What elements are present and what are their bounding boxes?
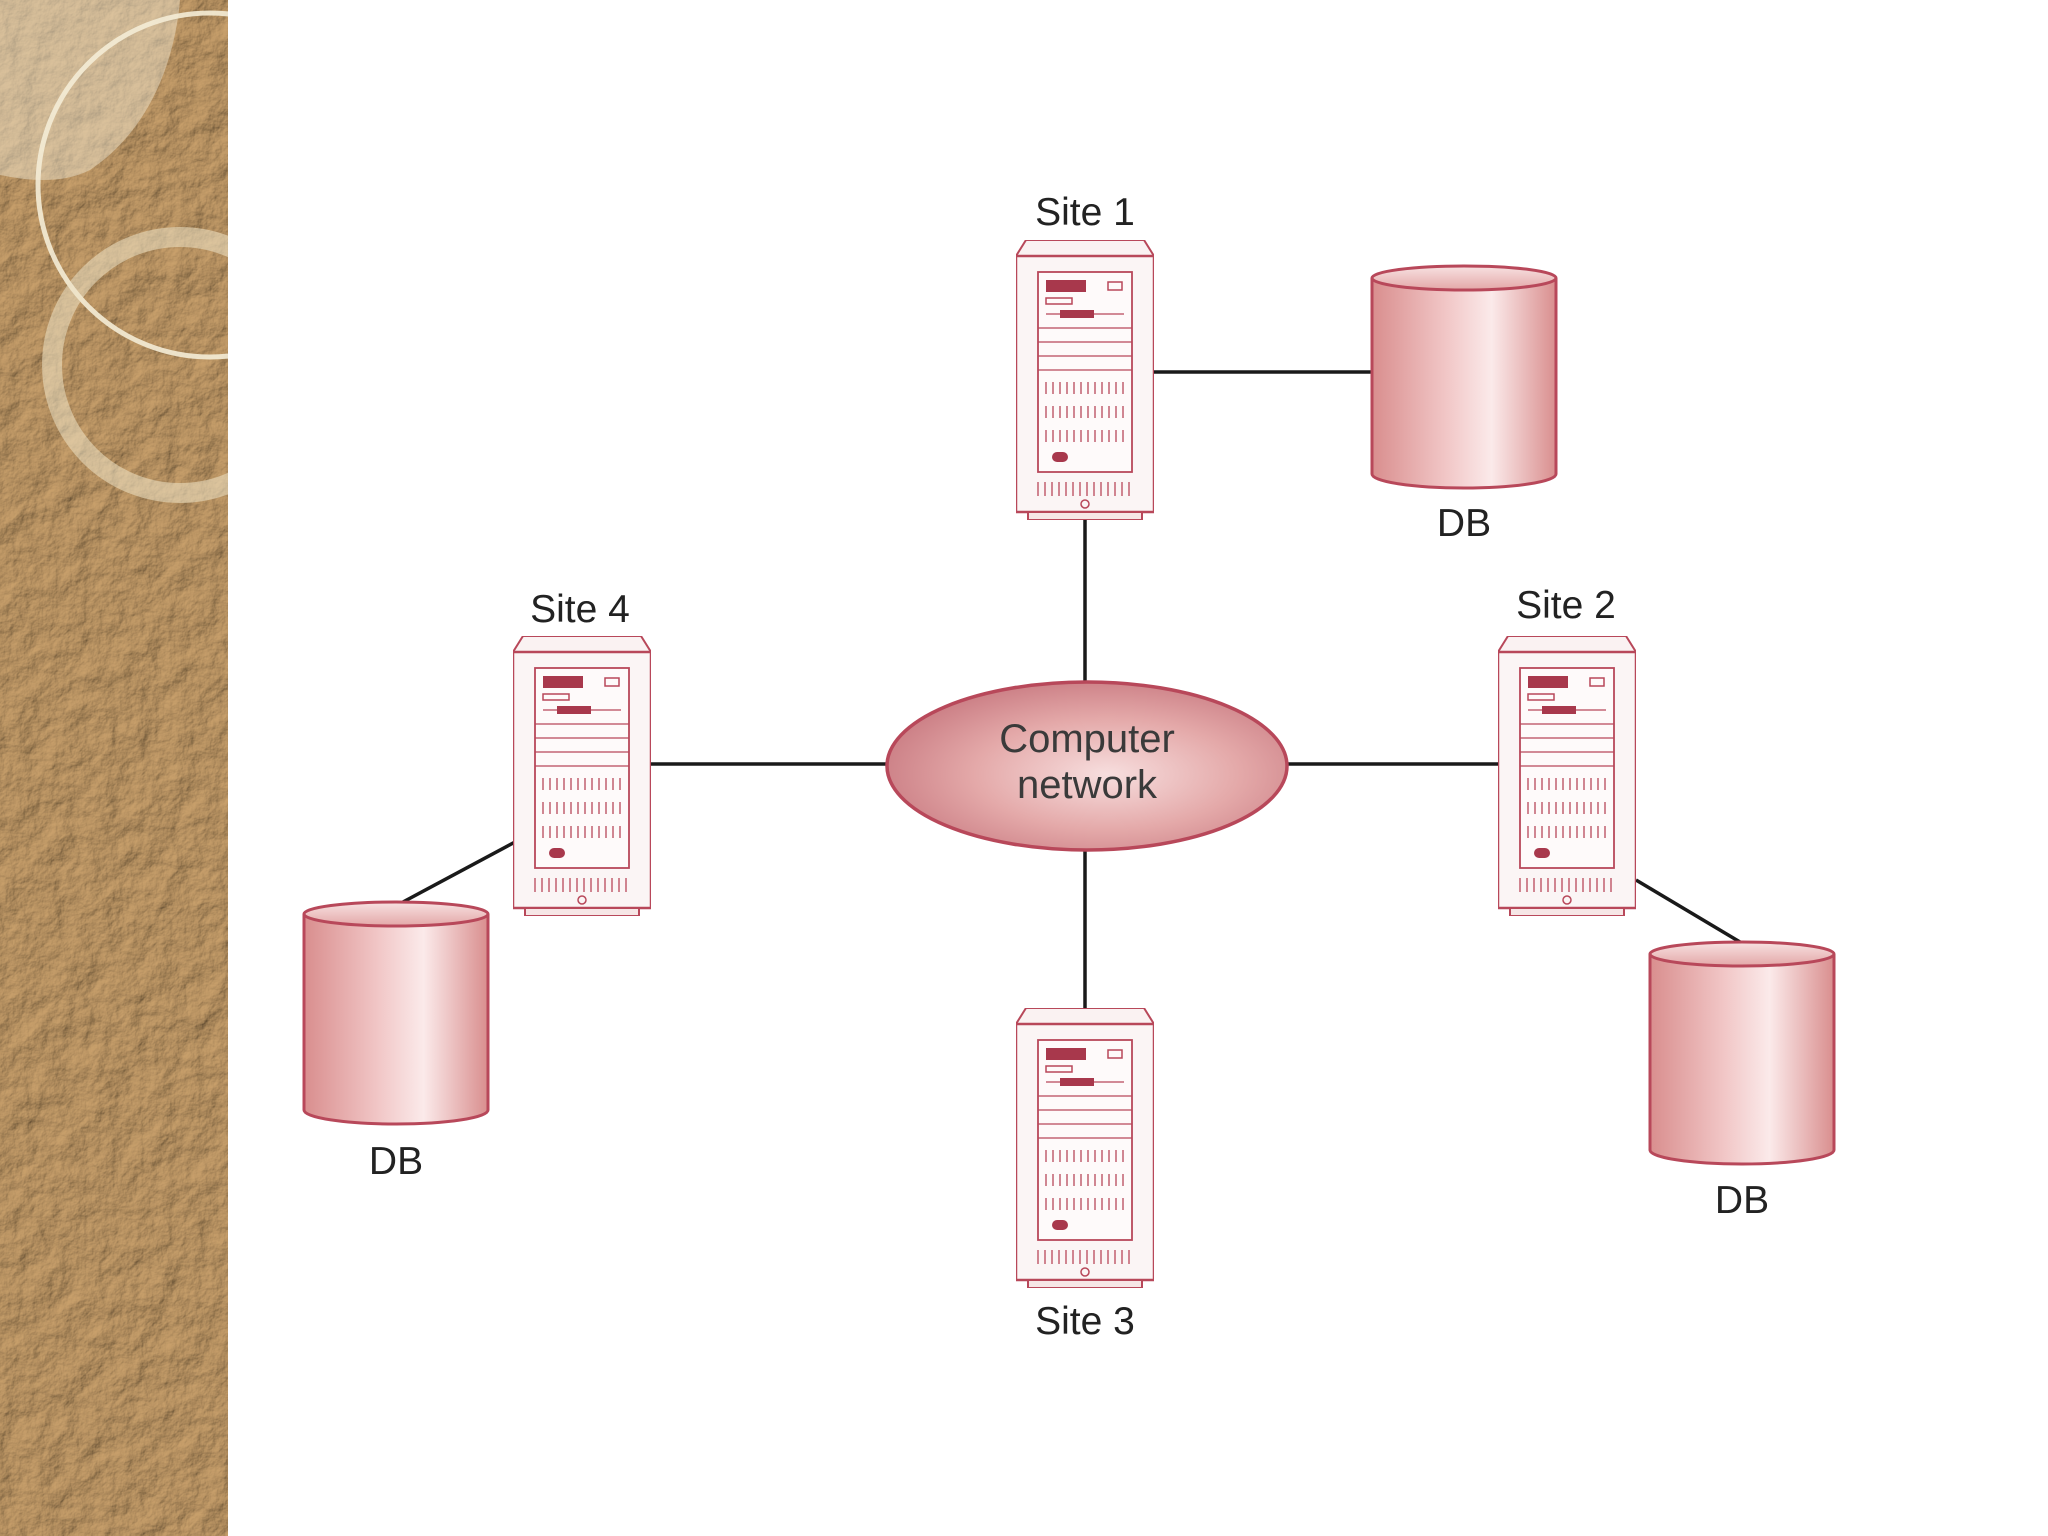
site-2-node: Site 2 — [1498, 584, 1636, 916]
network-label-line2: network — [1017, 763, 1158, 807]
site-3-node: Site 3 — [1016, 1008, 1154, 1343]
edge-site2-db — [1635, 878, 1741, 944]
distributed-database-diagram: Computer network Site 1 Site 2 Site 3 Si… — [302, 191, 1836, 1343]
network-label-line1: Computer — [999, 717, 1175, 761]
site-4-label: Site 4 — [530, 588, 630, 631]
server-icon — [513, 636, 651, 916]
network-node: Computer network — [885, 680, 1289, 852]
database-icon — [302, 900, 490, 1126]
server-icon — [1016, 240, 1154, 520]
edge-site4-db — [402, 840, 516, 904]
server-icon — [1498, 636, 1636, 916]
decor-ring-top — [35, 10, 228, 360]
database-icon — [1370, 264, 1558, 490]
site-4-node: Site 4 — [513, 588, 651, 916]
db-4-node: DB — [302, 900, 490, 1183]
decor-ring-middle — [42, 227, 228, 503]
site-1-node: Site 1 — [1016, 191, 1154, 520]
db-4-label: DB — [369, 1140, 423, 1183]
db-2-node: DB — [1648, 940, 1836, 1222]
db-2-label: DB — [1715, 1179, 1769, 1222]
server-icon — [1016, 1008, 1154, 1288]
db-1-label: DB — [1437, 502, 1491, 545]
decorative-sidebar — [0, 0, 228, 1536]
network-ellipse — [885, 680, 1289, 852]
database-icon — [1648, 940, 1836, 1166]
site-1-label: Site 1 — [1035, 191, 1135, 234]
site-2-label: Site 2 — [1516, 584, 1616, 627]
site-3-label: Site 3 — [1035, 1300, 1135, 1343]
db-1-node: DB — [1370, 264, 1558, 545]
